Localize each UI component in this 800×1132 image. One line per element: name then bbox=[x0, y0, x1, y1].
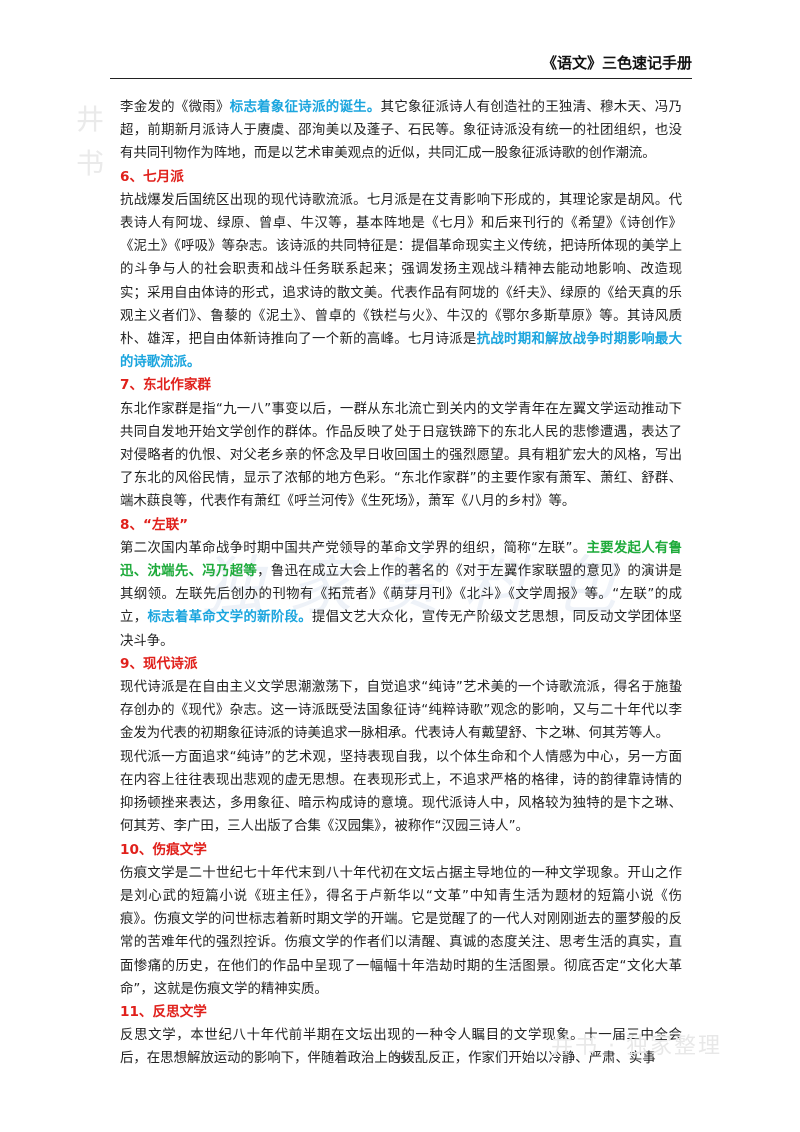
text-run: ，鲁迅在成立大会上作的著名的《对于左翼作家联盟的意见》的演讲是其纲领。左联先后创… bbox=[120, 564, 683, 626]
text-run: 提倡文艺大众化，宣传无产阶级文艺思想，同反动文学团体坚决斗争。 bbox=[120, 610, 683, 649]
section-heading-xiandai: 9、现代诗派 bbox=[120, 655, 198, 672]
highlight-blue: 标志着革命文学的新阶段。 bbox=[147, 610, 313, 626]
watermark-center: 独家资料包 bbox=[200, 550, 640, 624]
paragraph-fansi: 反思文学，本世纪八十年代前半期在文坛出现的一种令人瞩目的文学现象。十一届三中全会… bbox=[120, 1028, 682, 1067]
paragraph-dongbei: 东北作家群是指“九一八”事变以后，一群从东北流亡到关内的文学青年在左翼文学运动推… bbox=[120, 401, 682, 510]
section-heading-fansi: 11、反思文学 bbox=[120, 1003, 207, 1020]
page-content: 李金发的《微雨》标志着象征诗派的诞生。其它象征派诗人有创造社的王独清、穆木天、冯… bbox=[120, 96, 682, 1071]
header-divider bbox=[110, 78, 692, 79]
paragraph-xiandai-2: 现代派一方面追求“纯诗”的艺术观，坚持表现自我，以个体生命和个人情感为中心，另一… bbox=[120, 749, 682, 835]
section-heading-dongbei: 7、东北作家群 bbox=[120, 377, 212, 394]
watermark-corner: 井书 bbox=[76, 103, 105, 180]
paragraph-shanghen: 伤痕文学是二十世纪七十年代末到八十年代初在文坛占据主导地位的一种文学现象。开山之… bbox=[120, 865, 682, 997]
paragraph-qiyue: 抗战爆发后国统区出现的现代诗歌流派。七月派是在艾青影响下形成的，其理论家是胡风。… bbox=[120, 189, 682, 375]
page-header-title: 《语文》三色速记手册 bbox=[541, 54, 692, 72]
section-heading-zuolian: 8、“左联” bbox=[120, 516, 189, 533]
highlight-green: 主要发起人有鲁迅、沈端先、冯乃超等 bbox=[120, 540, 683, 580]
section-heading-shanghen: 10、伤痕文学 bbox=[120, 841, 207, 858]
text-run: 抗战爆发后国统区出现的现代诗歌流派。七月派是在艾青影响下形成的，其理论家是胡风。… bbox=[120, 192, 682, 348]
paragraph-symbolism: 李金发的《微雨》标志着象征诗派的诞生。其它象征派诗人有创造社的王独清、穆木天、冯… bbox=[120, 96, 682, 166]
highlight-blue: 抗战时期和解放战争时期影响最大的诗歌流派。 bbox=[120, 332, 683, 371]
section-heading-qiyue: 6、七月派 bbox=[120, 168, 184, 185]
highlight-blue: 标志着象征诗派的诞生。 bbox=[229, 100, 381, 115]
paragraph-xiandai-1: 现代诗派是在自由主义文学思潮激荡下，自觉追求“纯诗”艺术美的一个诗歌流派，得名于… bbox=[120, 680, 682, 742]
watermark-bottom: 井书 · 独家整理 bbox=[551, 1034, 722, 1059]
text-run: 第二次国内革命战争时期中国共产党领导的革命文学界的组织，简称“左联”。 bbox=[120, 540, 587, 556]
text-run: 李金发的《微雨》 bbox=[120, 100, 230, 115]
page-number: 35 bbox=[393, 1053, 407, 1066]
text-run: 其它象征派诗人有创造社的王独清、穆木天、冯乃超，前期新月派诗人于赓虞、邵洵美以及… bbox=[120, 100, 683, 162]
paragraph-zuolian: 第二次国内革命战争时期中国共产党领导的革命文学界的组织，简称“左联”。主要发起人… bbox=[120, 537, 682, 653]
